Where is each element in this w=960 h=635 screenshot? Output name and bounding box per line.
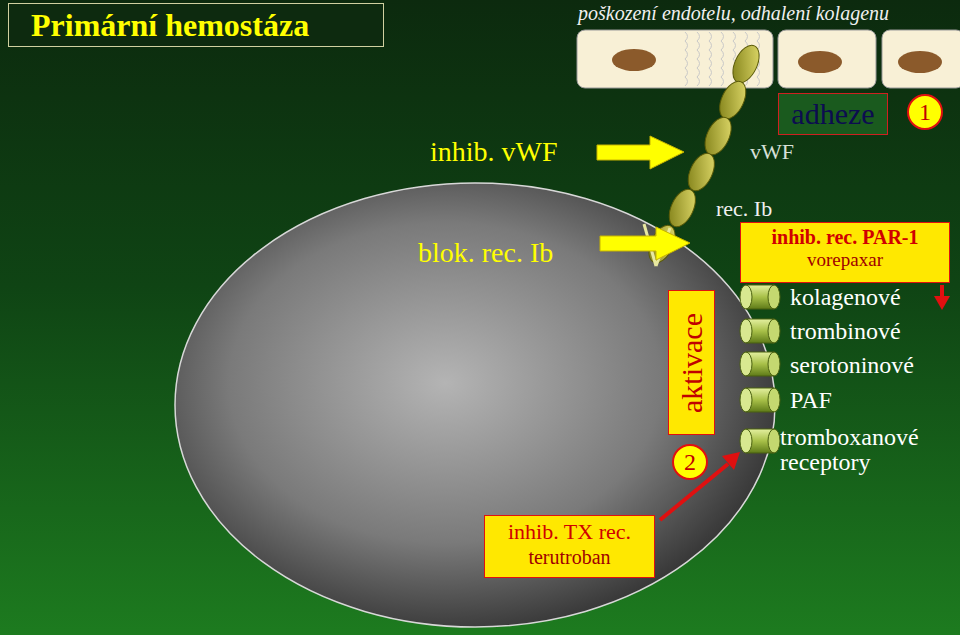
molecule-label: vWF [750, 140, 794, 163]
vwf-segment [700, 113, 737, 159]
receptor [740, 388, 780, 412]
title-box: Primární hemostáza [8, 3, 384, 47]
yellow-arrow [597, 136, 684, 169]
inhibitor-box: inhib. TX rec.terutroban [484, 515, 655, 578]
box-label: adheze [787, 96, 879, 132]
stage-box: adheze [778, 93, 888, 135]
drug-name: vorepaxar [749, 249, 941, 272]
box-label: inhib. rec. PAR-1 [749, 225, 941, 249]
receptor-type: PAF [790, 388, 832, 413]
receptor-type: trombinové [790, 319, 901, 344]
collagen-fibre [697, 32, 700, 86]
red-arrow [934, 285, 950, 310]
receptor-type: kolagenové [790, 285, 901, 310]
receptor [740, 319, 780, 343]
drug-name: terutroban [493, 545, 646, 569]
platelet [175, 183, 775, 627]
collagen-fibre [685, 32, 688, 86]
rotated-label: aktivace [673, 313, 709, 413]
receptor [740, 429, 780, 453]
receptor-label: rec. Ib [716, 197, 772, 220]
inhibitor-label: blok. rec. Ib [418, 238, 553, 267]
collagen-fibre [721, 32, 724, 86]
box-label: inhib. TX rec. [493, 519, 646, 545]
receptor-type: serotoninové [790, 353, 914, 378]
callout-circle: 2 [672, 444, 708, 480]
collagen-fibre [709, 32, 712, 86]
activation-box: aktivace [668, 290, 715, 435]
vwf-segment [728, 41, 765, 87]
inhibitor-box: inhib. rec. PAR-1vorepaxar [740, 222, 950, 283]
title: Primární hemostáza [31, 6, 361, 44]
receptor [740, 285, 780, 309]
caption-note: poškození endotelu, odhalení kolagenu [578, 3, 889, 24]
inhibitor-label: inhib. vWF [430, 137, 558, 166]
vwf-segment [664, 185, 701, 231]
receptor-cylinders [740, 285, 780, 453]
vwf-segment [683, 149, 720, 195]
endothelium [577, 30, 960, 88]
box-label: 1 [909, 96, 941, 128]
receptor-type: tromboxanové receptory [780, 425, 952, 475]
yellow-arrow [600, 227, 690, 260]
receptor [740, 352, 780, 376]
callout-circle: 1 [907, 94, 943, 130]
vwf-segment [714, 77, 751, 123]
box-label: 2 [674, 446, 706, 478]
